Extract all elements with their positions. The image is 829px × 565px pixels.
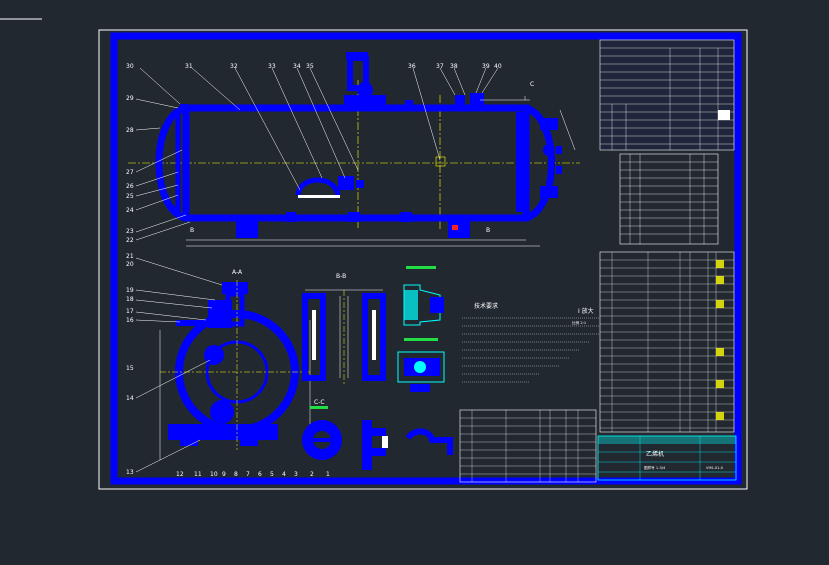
- balloon-32: 32: [230, 63, 238, 70]
- balloon-7: 7: [246, 471, 250, 478]
- balloon-19: 19: [126, 287, 134, 294]
- detail-views: [397, 266, 445, 392]
- title-subtitle: 图样号 1-3/4: [644, 465, 666, 470]
- section-cc-view: C-C: [302, 399, 453, 470]
- section-aa-balloons-bottom: 12 11 10 9 8 7 6 5 4 3 2 1: [176, 471, 330, 478]
- balloon-5: 5: [270, 471, 274, 478]
- balloon-8: 8: [234, 471, 238, 478]
- balloon-28: 28: [126, 127, 134, 134]
- section-cc-label: C-C: [314, 399, 325, 406]
- balloon-18: 18: [126, 296, 134, 303]
- balloon-25: 25: [126, 193, 134, 200]
- sheet-border: [98, 29, 748, 490]
- balloon-3: 3: [294, 471, 298, 478]
- balloon-34: 34: [293, 63, 301, 70]
- balloon-27: 27: [126, 169, 134, 176]
- section-bb-view: B-B: [302, 273, 386, 385]
- drawing-frame: [110, 32, 742, 485]
- balloon-14: 15: [126, 365, 134, 372]
- notes-title: 技术要求: [474, 302, 498, 310]
- balloon-4: 4: [282, 471, 286, 478]
- balloon-23: 23: [126, 228, 134, 235]
- nozzle-table: [619, 153, 719, 245]
- title-code: VHS-01-0: [706, 466, 724, 470]
- detail-scale: 比例 2:1: [572, 320, 586, 325]
- left-balloons: 29 28 27 26 25 24 23 22: [126, 95, 134, 244]
- balloon-31: 31: [185, 63, 193, 70]
- balloon-2: 2: [310, 471, 314, 478]
- balloon-38: 38: [450, 63, 458, 70]
- balloon-35: 35: [306, 63, 314, 70]
- section-mark-c1: C: [530, 81, 534, 88]
- title-name: 乙烯机: [646, 450, 664, 458]
- balloon-11: 11: [194, 471, 202, 478]
- section-mark-b2: B: [486, 227, 490, 234]
- balloon-40: 40: [494, 63, 502, 70]
- section-aa-balloons-left: 21 20 19 18 17 16 15 14 13: [126, 253, 134, 476]
- technical-notes: 技术要求 I 放大 比例 2:1: [462, 302, 600, 383]
- section-mark-b1: B: [190, 227, 194, 234]
- balloon-30: 30: [126, 63, 134, 70]
- section-aa-label: A-A: [232, 269, 243, 276]
- main-view-balloons: 30 31 32 33 34 35 36 37 38 39 40: [126, 63, 502, 70]
- balloon-12: 12: [176, 471, 184, 478]
- design-data-table: [599, 39, 735, 151]
- balloon-9: 9: [222, 471, 226, 478]
- detail-label: I 放大: [578, 307, 594, 315]
- main-vessel-view: [128, 52, 580, 247]
- section-aa-view: A-A: [135, 257, 311, 473]
- balloon-15: 16: [126, 317, 134, 324]
- balloon-10: 10: [210, 471, 218, 478]
- balloon-13a: 14: [126, 395, 134, 402]
- balloon-13: 13: [126, 469, 134, 476]
- balloon-22: 22: [126, 237, 134, 244]
- title-block: 乙烯机 图样号 1-3/4 VHS-01-0: [597, 435, 737, 481]
- balloon-29: 29: [126, 95, 134, 102]
- balloon-6: 6: [258, 471, 262, 478]
- balloon-16: 17: [126, 308, 134, 315]
- balloon-20: 20: [126, 261, 134, 268]
- balloon-21: 21: [126, 253, 134, 260]
- section-bb-label: B-B: [336, 273, 346, 280]
- balloon-37: 37: [436, 63, 444, 70]
- balloon-33: 33: [268, 63, 276, 70]
- balloon-1: 1: [326, 471, 330, 478]
- balloon-39: 39: [482, 63, 490, 70]
- parts-list-bottom: [459, 409, 597, 483]
- balloon-36: 36: [408, 63, 416, 70]
- balloon-24: 24: [126, 207, 134, 214]
- balloon-26: 26: [126, 183, 134, 190]
- parts-list-right: [599, 251, 735, 433]
